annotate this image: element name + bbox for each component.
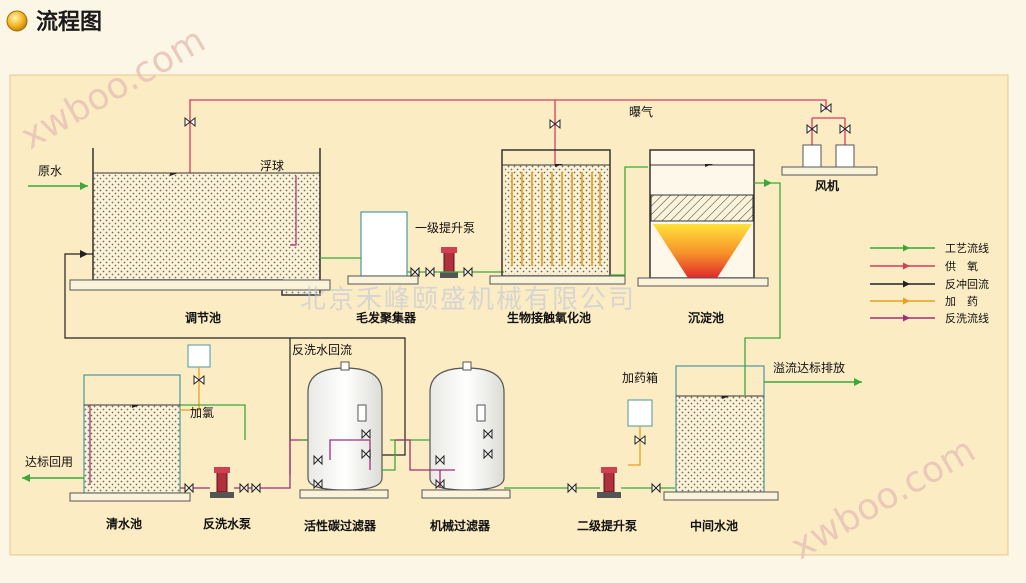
aeration-label: 曝气 bbox=[629, 104, 653, 119]
filter-valves[interactable] bbox=[313, 428, 493, 490]
pump-2-valves[interactable] bbox=[567, 482, 661, 494]
dosing-box-label: 加药箱 bbox=[622, 370, 658, 385]
title-bullet-icon bbox=[6, 10, 28, 32]
mechanical-filter-label: 机械过滤器 bbox=[430, 518, 491, 533]
legend-label: 供 氧 bbox=[945, 259, 978, 273]
float-ball-label: 浮球 bbox=[260, 159, 284, 173]
sedimentation-tank-label: 沉淀池 bbox=[688, 310, 724, 325]
return-arrow-icon bbox=[80, 250, 88, 258]
legend-label: 反洗流线 bbox=[945, 311, 989, 325]
carbon-filter-label: 活性碳过滤器 bbox=[304, 518, 377, 533]
backwash-pump[interactable] bbox=[210, 467, 234, 498]
bio-oxidation-tank bbox=[489, 149, 626, 285]
flow-bio-to-sed bbox=[610, 166, 648, 276]
chlorination-label: 加氯 bbox=[190, 406, 214, 420]
backwash-return-label: 反洗水回流 bbox=[292, 343, 352, 357]
air-valves[interactable] bbox=[184, 102, 851, 135]
blower bbox=[781, 144, 878, 176]
equalization-tank bbox=[69, 148, 331, 296]
blower-label: 风机 bbox=[815, 178, 839, 193]
sedimentation-tank bbox=[637, 149, 769, 287]
legend-label: 加 药 bbox=[945, 295, 978, 308]
clear-water-tank bbox=[69, 374, 191, 502]
equalization-tank-label: 调节池 bbox=[185, 310, 221, 325]
mechanical-filter bbox=[421, 361, 511, 499]
legend-label: 工艺流线 bbox=[945, 241, 989, 255]
bio-oxidation-tank-label: 生物接触氧化池 bbox=[507, 310, 591, 325]
company-watermark: 北京禾峰颐盛机械有限公司 bbox=[300, 285, 636, 315]
legend-label: 反冲回流 bbox=[945, 277, 989, 291]
legend-item: 工艺流线 bbox=[870, 241, 989, 255]
hair-collector-label: 毛发聚集器 bbox=[356, 310, 417, 325]
carbon-filter bbox=[299, 361, 389, 499]
chlorine-box bbox=[180, 344, 211, 411]
reuse-arrow bbox=[22, 474, 30, 482]
pump-1-valves[interactable] bbox=[410, 266, 473, 278]
legend-item: 反洗流线 bbox=[870, 311, 989, 325]
intermediate-tank bbox=[663, 365, 779, 501]
backwash-valves[interactable] bbox=[184, 482, 261, 494]
intermediate-tank-label: 中间水池 bbox=[690, 518, 738, 533]
legend-item: 反冲回流 bbox=[870, 277, 989, 291]
raw-water-arrow bbox=[80, 182, 88, 190]
filter-process-lines bbox=[180, 404, 600, 489]
pump-1-label: 一级提升泵 bbox=[415, 220, 475, 235]
overflow-arrow bbox=[854, 378, 862, 386]
legend-item: 供 氧 bbox=[870, 259, 978, 273]
backwash-pump-label: 反洗水泵 bbox=[203, 516, 251, 531]
legend: 工艺流线 供 氧 反冲回流 加 药 反洗流线 bbox=[870, 241, 989, 325]
dosing-box bbox=[627, 399, 653, 466]
hair-collector bbox=[347, 211, 419, 285]
pump-2-label: 二级提升泵 bbox=[577, 518, 637, 533]
page-title: 流程图 bbox=[36, 9, 102, 35]
raw-water-label: 原水 bbox=[38, 164, 62, 178]
overflow-discharge-label: 溢流达标排放 bbox=[773, 360, 845, 375]
legend-item: 加 药 bbox=[870, 295, 978, 308]
clear-water-tank-label: 清水池 bbox=[106, 516, 142, 531]
reuse-label: 达标回用 bbox=[25, 455, 73, 469]
pump-2[interactable] bbox=[597, 467, 621, 498]
